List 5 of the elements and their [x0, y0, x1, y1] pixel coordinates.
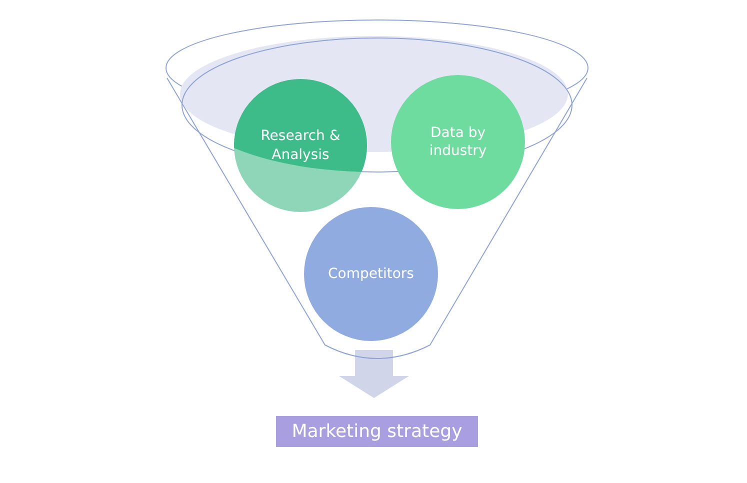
circle-label: Research & Analysis [260, 127, 342, 164]
circle-label: Data by industry [428, 124, 488, 160]
flow-arrow [339, 350, 409, 398]
result-banner: Marketing strategy [276, 416, 478, 447]
circle-label: Competitors [327, 264, 415, 284]
